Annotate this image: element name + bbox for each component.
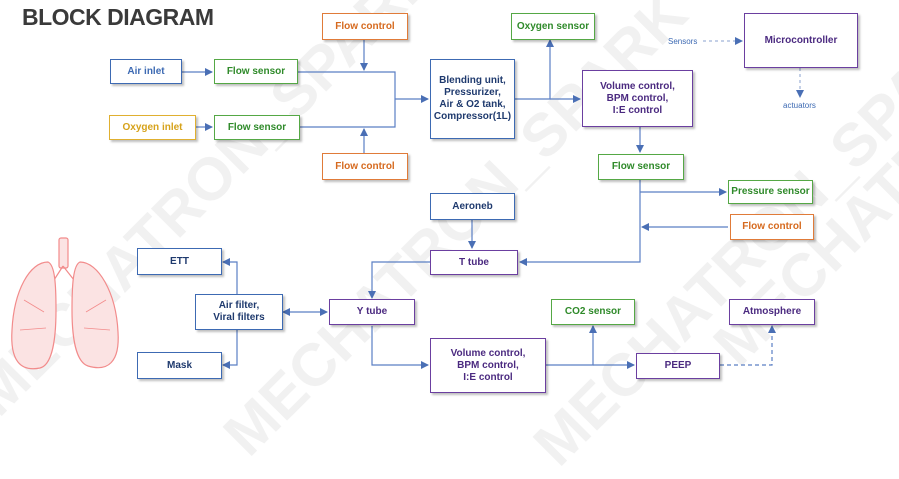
oxygen-inlet-box: Oxygen inlet [109,115,196,140]
sensors-label: Sensors [668,37,698,46]
pressure-sensor-box: Pressure sensor [728,180,813,204]
mask-box: Mask [137,352,222,379]
microcontroller-box: Microcontroller [744,13,858,68]
air-inlet-box: Air inlet [110,59,182,84]
oxygen-sensor-box: Oxygen sensor [511,13,595,40]
flow-control-bottom-box: Flow control [322,153,408,180]
volume-control-bottom-box: Volume control, BPM control, I:E control [430,338,546,393]
y-tube-box: Y tube [329,299,415,325]
peep-box: PEEP [636,353,720,379]
blending-unit-box: Blending unit, Pressurizer, Air & O2 tan… [430,59,515,139]
co2-sensor-box: CO2 sensor [551,299,635,325]
flow-control-right-box: Flow control [730,214,814,240]
atmosphere-box: Atmosphere [729,299,815,325]
flow-sensor-air-box: Flow sensor [214,59,298,84]
aeroneb-box: Aeroneb [430,193,515,220]
actuators-label: actuators [783,101,816,110]
flow-sensor-oxygen-box: Flow sensor [214,115,300,140]
air-filter-box: Air filter, Viral filters [195,294,283,330]
flow-sensor-mid-box: Flow sensor [598,154,684,180]
lungs-icon [11,237,119,370]
page-title: BLOCK DIAGRAM [22,4,214,30]
t-tube-box: T tube [430,250,518,275]
ett-box: ETT [137,248,222,275]
flow-control-top-box: Flow control [322,13,408,40]
block-diagram-connectors [11,37,804,370]
volume-control-top-box: Volume control, BPM control, I:E control [582,70,693,127]
